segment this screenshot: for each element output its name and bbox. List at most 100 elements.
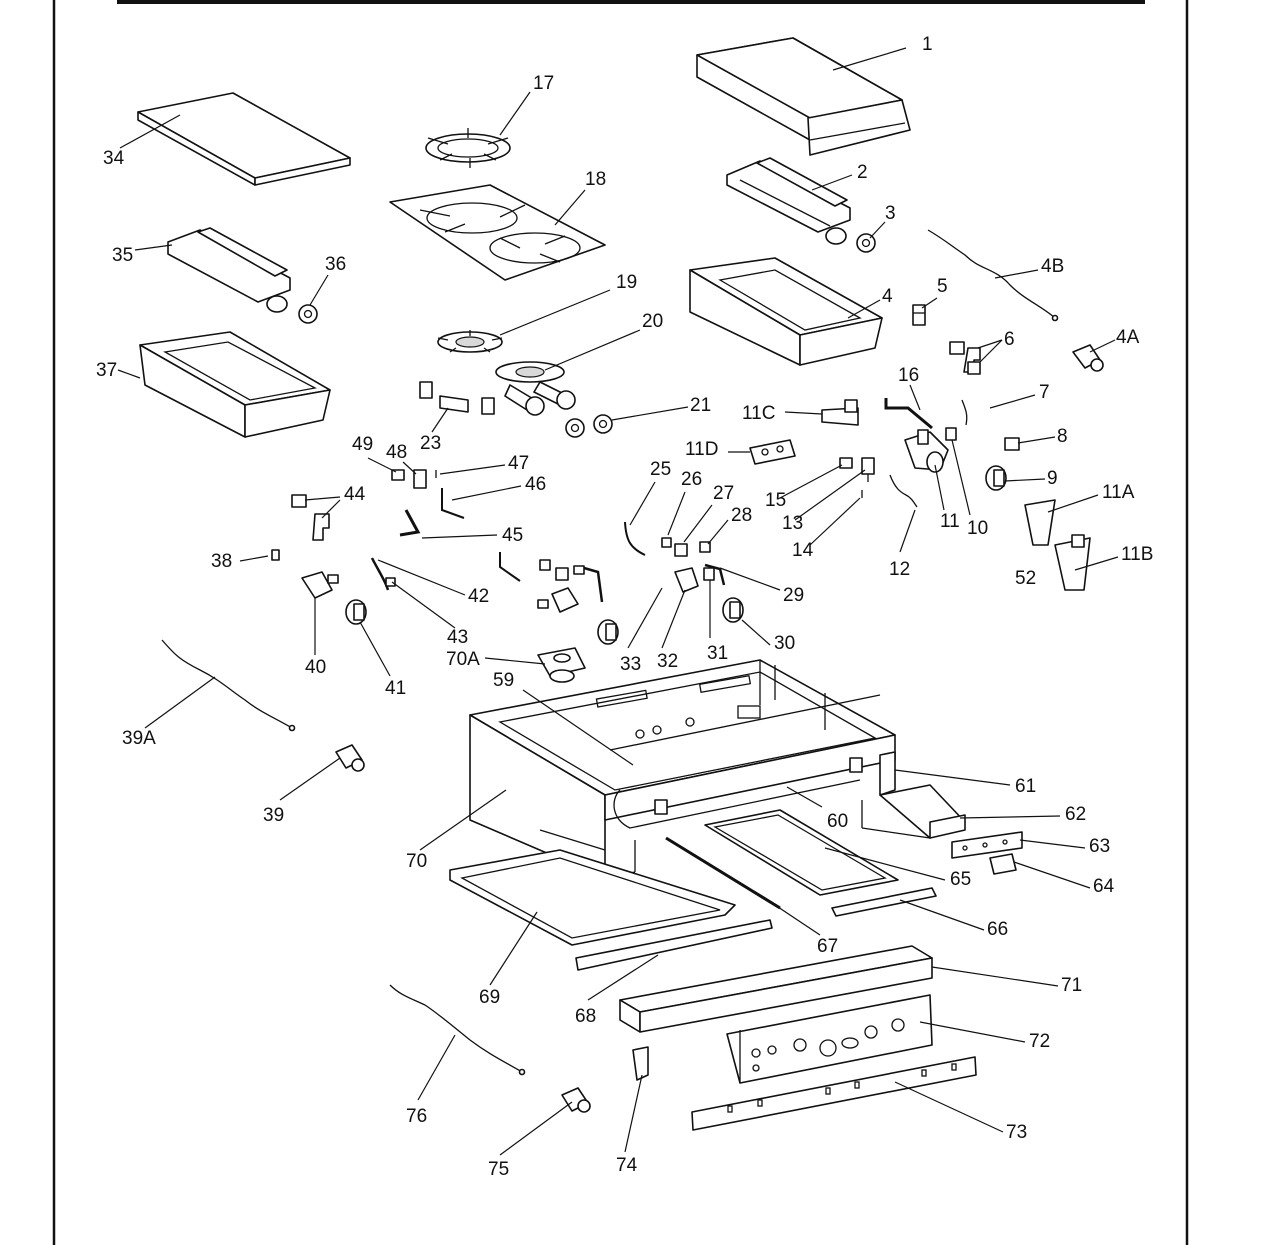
elbow-44 <box>291 494 330 541</box>
leader-line-69 <box>489 911 538 986</box>
leader-line-75 <box>499 1101 573 1156</box>
leader-line-39 <box>279 757 341 801</box>
callout-21: 21 <box>690 395 711 416</box>
leader-line-4b <box>994 269 1039 279</box>
fitting-31 <box>703 567 715 581</box>
callout-1: 1 <box>922 34 933 55</box>
callout-11: 11 <box>940 511 960 532</box>
callout-6: 6 <box>1004 329 1015 350</box>
strip-66 <box>831 887 937 917</box>
leader-line-7 <box>989 394 1036 409</box>
callout-47: 47 <box>508 453 529 474</box>
front-rail-71 <box>619 945 933 1033</box>
orifice-disk-3 <box>856 233 876 253</box>
leader-line-11c <box>784 411 823 415</box>
leader-line-11b <box>1074 556 1119 571</box>
control-knob-41 <box>345 599 367 625</box>
leader-line-36 <box>309 274 329 306</box>
leader-line-4a <box>1089 339 1116 353</box>
leader-line-43 <box>391 581 456 629</box>
leader-line-59 <box>522 689 634 766</box>
chassis-frame <box>469 659 896 879</box>
callout-72: 72 <box>1029 1031 1050 1052</box>
leader-line-23 <box>431 407 449 433</box>
leader-line-11a <box>1047 494 1099 513</box>
callout-4: 4 <box>882 286 893 307</box>
callout-48: 48 <box>386 442 407 463</box>
leader-line-14 <box>809 497 861 546</box>
leader-line-70 <box>419 789 507 851</box>
callout-8: 8 <box>1057 426 1068 447</box>
gas-valve-11 <box>904 429 949 473</box>
leader-line-19 <box>499 289 611 336</box>
callout-3: 3 <box>885 203 896 224</box>
cover-plate-34 <box>137 92 351 186</box>
callout-13: 13 <box>782 513 803 534</box>
leader-line-34 <box>119 114 181 149</box>
leader-line-76 <box>417 1034 456 1101</box>
leader-line-1 <box>832 47 907 71</box>
clip-64 <box>989 853 1017 875</box>
callout-71: 71 <box>1061 975 1082 996</box>
callout-46: 46 <box>525 474 546 495</box>
callout-10: 10 <box>967 518 988 539</box>
leader-line-32 <box>661 589 686 649</box>
callout-35: 35 <box>112 245 133 266</box>
leader-line-38 <box>239 555 269 562</box>
pilot-48 <box>413 469 427 489</box>
bracket-74 <box>632 1046 649 1081</box>
fitting-43 <box>385 577 396 587</box>
leader-line-16 <box>909 384 921 411</box>
bracket-11a <box>1024 499 1056 546</box>
callout-65: 65 <box>950 869 971 890</box>
leader-line-27 <box>683 504 713 543</box>
callout-39a: 39A <box>122 728 156 749</box>
bottom-tray-65 <box>704 809 899 896</box>
bracket-49 <box>391 469 405 481</box>
callout-11c: 11C <box>742 403 775 424</box>
fitting-28 <box>699 541 711 553</box>
rod-67 <box>665 836 781 910</box>
callout-66: 66 <box>987 919 1008 940</box>
pilot-brackets-23 <box>419 381 495 415</box>
callout-60: 60 <box>827 811 848 832</box>
griddle-plate <box>696 37 911 156</box>
thermocouple-12 <box>889 474 918 508</box>
callout-labels: 1234B44A56789101111A11B11C11D12131415161… <box>96 34 1153 1180</box>
callout-30: 30 <box>774 633 795 654</box>
callout-11b: 11B <box>1121 544 1153 565</box>
callout-37: 37 <box>96 360 117 381</box>
leader-line-6 <box>977 339 1003 349</box>
leader-line-5 <box>921 297 938 309</box>
fitting-5 <box>912 304 926 326</box>
callout-45: 45 <box>502 525 523 546</box>
leader-line-10 <box>951 439 971 516</box>
valve-32 <box>674 567 699 593</box>
callout-23: 23 <box>420 433 441 454</box>
leader-line-68 <box>587 954 659 1001</box>
leader-line-66 <box>899 899 985 931</box>
top-grate-18 <box>389 184 606 281</box>
leader-line-21 <box>611 406 689 421</box>
side-rail-61-62 <box>861 751 966 839</box>
tube-45 <box>399 509 421 537</box>
leader-line-73 <box>894 1081 1004 1133</box>
callout-64: 64 <box>1093 876 1115 897</box>
valve-cluster <box>499 552 604 613</box>
leader-line-28 <box>707 519 729 545</box>
leader-line-17 <box>499 91 531 136</box>
fitting-27 <box>674 543 688 557</box>
leader-line-26 <box>667 491 686 536</box>
leader-line-46 <box>451 485 522 501</box>
callout-4a: 4A <box>1116 327 1140 348</box>
thermocouple-tip-76 <box>518 1068 526 1076</box>
leader-line-33 <box>627 587 663 649</box>
thermocouple-76 <box>389 984 523 1073</box>
leader-line-47 <box>439 464 506 475</box>
callout-49: 49 <box>352 434 373 455</box>
callout-5: 5 <box>937 276 948 297</box>
callout-12: 12 <box>889 559 910 580</box>
strip-68 <box>575 919 773 971</box>
callout-63: 63 <box>1089 836 1110 857</box>
leader-line-30 <box>741 619 771 646</box>
